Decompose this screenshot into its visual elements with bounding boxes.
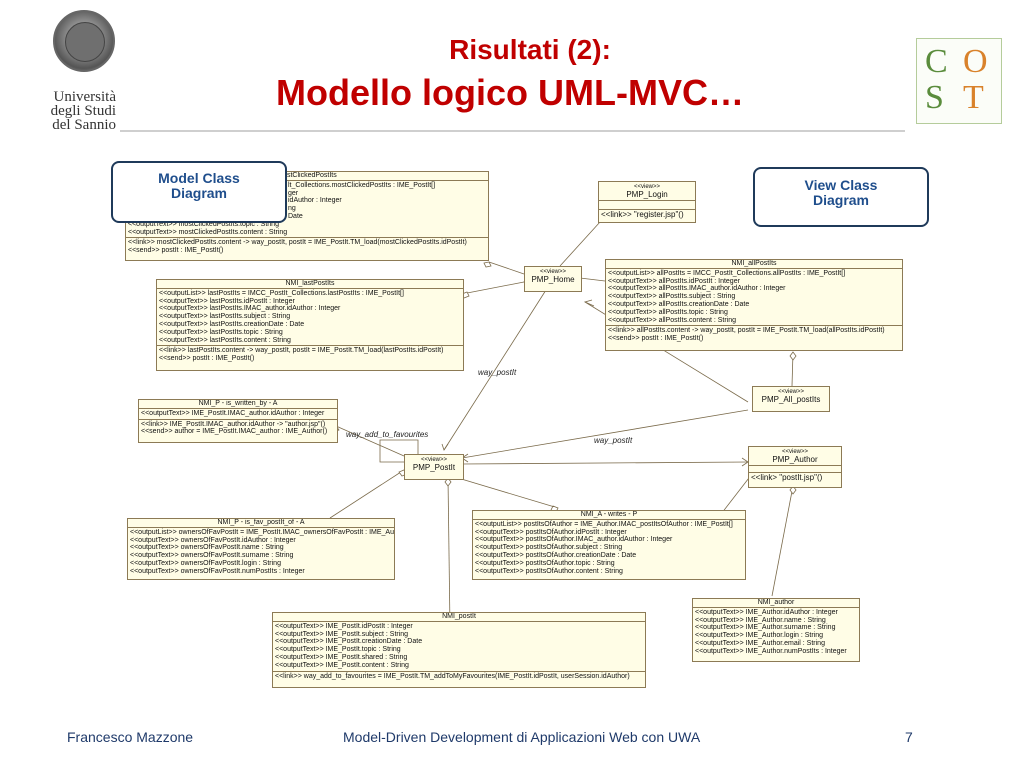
arrow-home-from-all [583, 299, 595, 307]
university-logo: Università degli Studi del Sannio [23, 10, 116, 136]
class-header: NMI_postIt [273, 613, 645, 622]
slide-subtitle: Modello logico UML-MVC… [276, 72, 744, 113]
diamond-allnmi [789, 351, 797, 361]
class-header: NMI_P - is_written_by - A [139, 400, 337, 409]
edge-all-home [579, 277, 606, 282]
edge-postit-author [461, 461, 749, 465]
class-header: NMI_P - is_fav_postIt_of - A [128, 519, 394, 528]
class-operations: <<link>> lastPostIts.content -> way_post… [159, 347, 444, 363]
class-attributes: <<outputList>> postItsOfAuthor = IME_Aut… [475, 520, 733, 575]
class-attributes: <<outputList>> allPostIts = IMCC_PostIt_… [606, 269, 902, 327]
class-nmi-written-by: NMI_P - is_written_by - A <<outputText>>… [138, 399, 338, 443]
title-divider [120, 130, 905, 132]
callout-view-class-diagram: View Class Diagram [753, 167, 929, 227]
edge-login-home [559, 221, 601, 267]
view-operations: <<link>> "register.jsp"() [601, 210, 684, 219]
view-pmp-home: <<view>> PMP_Home [524, 266, 582, 292]
class-attributes: <<outputList>> lastPostIts = IMCC_PostIt… [157, 289, 463, 347]
callout-model-class-diagram: Model Class Diagram [111, 161, 287, 223]
class-header: NMI_allPostIts [606, 260, 902, 269]
diamond-nmipostit [444, 477, 452, 487]
edge-postit-nmipostit [447, 477, 451, 629]
class-nmi-lastpostits: NMI_lastPostIts <<outputList>> lastPostI… [156, 279, 464, 371]
edge-writes-postit [457, 477, 559, 509]
class-nmi-allpostits: NMI_allPostIts <<outputList>> allPostIts… [605, 259, 903, 351]
edge-label-way-add-to-favourites: way_add_to_favourites [346, 430, 429, 439]
class-attributes: <<outputList>> ownersOfFavPostIt = IME_P… [130, 528, 395, 575]
edge-fav-postit [329, 469, 405, 519]
arrow-postit [441, 443, 449, 451]
class-nmi-postit: NMI_postIt <<outputText>> IME_PostIt.idP… [272, 612, 646, 688]
footer-course: Model-Driven Development di Applicazioni… [343, 729, 701, 745]
edge-mostclicked-home [488, 261, 525, 275]
university-seal-icon [53, 10, 115, 72]
view-pmp-postit: <<view>> PMP_PostIt [404, 454, 464, 480]
footer-page-number: 7 [905, 729, 913, 745]
class-header: NMI_author [693, 599, 859, 608]
cost-logo: C O S T [916, 38, 1002, 124]
diamond-nmiauthor [789, 485, 797, 495]
view-pmp-login: <<view>> PMP_Login <<link>> "register.js… [598, 181, 696, 223]
edge-self-loop [379, 439, 419, 463]
diamond-mostclicked [483, 261, 492, 268]
class-nmi-author: NMI_author <<outputText>> IME_Author.idA… [692, 598, 860, 662]
class-attributes: <<outputText>> IME_Author.idAuthor : Int… [695, 608, 847, 655]
view-header: <<view>> PMP_Author [749, 447, 841, 466]
view-header: <<view>> PMP_Home [531, 269, 575, 284]
class-operations: <<link>> allPostIts.content -> way_postI… [608, 327, 885, 343]
class-operations: <<link>> mostClickedPostIts.content -> w… [128, 239, 467, 255]
edge-last-home [461, 281, 525, 295]
edge-author-nmiauthor [771, 485, 794, 597]
view-header: <<view>> PMP_PostIt [412, 457, 456, 472]
edge-home-postit [443, 289, 547, 451]
view-pmp-author: <<view>> PMP_Author <<link> "postIt.jsp"… [748, 446, 842, 488]
view-pmp-all-postits: <<view>> PMP_All_postIts [752, 386, 830, 412]
slide-title: Risultati (2): [449, 34, 611, 65]
edge-written-postit [335, 425, 405, 457]
edge-label-way-postit-1: way_postIt [478, 368, 517, 377]
view-header: <<view>> PMP_Login [599, 182, 695, 201]
edge-label-way-postit-2: way_postIt [594, 436, 633, 445]
class-header: NMI_lastPostIts [157, 280, 463, 289]
footer-author: Francesco Mazzone [67, 729, 194, 745]
class-header: mostClickedPostIts [126, 172, 488, 181]
class-attributes: lt_Collections.mostClickedPostIts : IME_… [126, 181, 488, 239]
class-nmi-writes: NMI_A - writes - P <<outputList>> postIt… [472, 510, 746, 580]
class-nmi-is-fav-postit-of: NMI_P - is_fav_postIt_of - A <<outputLis… [127, 518, 395, 580]
class-header: NMI_A - writes - P [473, 511, 745, 520]
view-header: <<view>> PMP_All_postIts [761, 389, 821, 404]
university-name: Università degli Studi del Sannio [50, 89, 116, 133]
class-operations: <<link>> IME_PostIt.IMAC_author.idAuthor… [141, 420, 328, 436]
class-operations: <<link>> way_add_to_favourites = IME_Pos… [275, 672, 630, 680]
edge-all-postit [461, 409, 749, 459]
class-attributes: <<outputText>> IME_PostIt.IMAC_author.id… [139, 409, 337, 420]
class-attributes: <<outputText>> IME_PostIt.idPostIt : Int… [273, 622, 645, 672]
view-operations: <<link> "postIt.jsp"() [751, 473, 823, 482]
